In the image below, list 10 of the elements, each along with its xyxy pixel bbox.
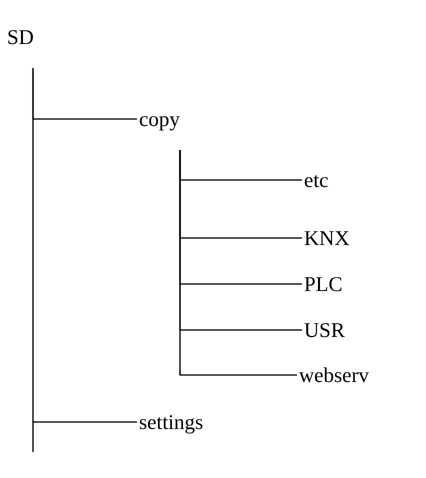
- tree-connector: [32, 68, 137, 423]
- folder-label: USR: [303, 317, 346, 343]
- folder-label: webserv: [298, 362, 370, 388]
- folder-label: settings: [138, 409, 204, 435]
- folder-label: KNX: [303, 225, 350, 251]
- folder-label: etc: [303, 167, 330, 193]
- tree-connector: [179, 150, 297, 376]
- folder-label: PLC: [303, 271, 344, 297]
- folder-label: SD: [6, 24, 35, 50]
- folder-label: copy: [138, 106, 181, 132]
